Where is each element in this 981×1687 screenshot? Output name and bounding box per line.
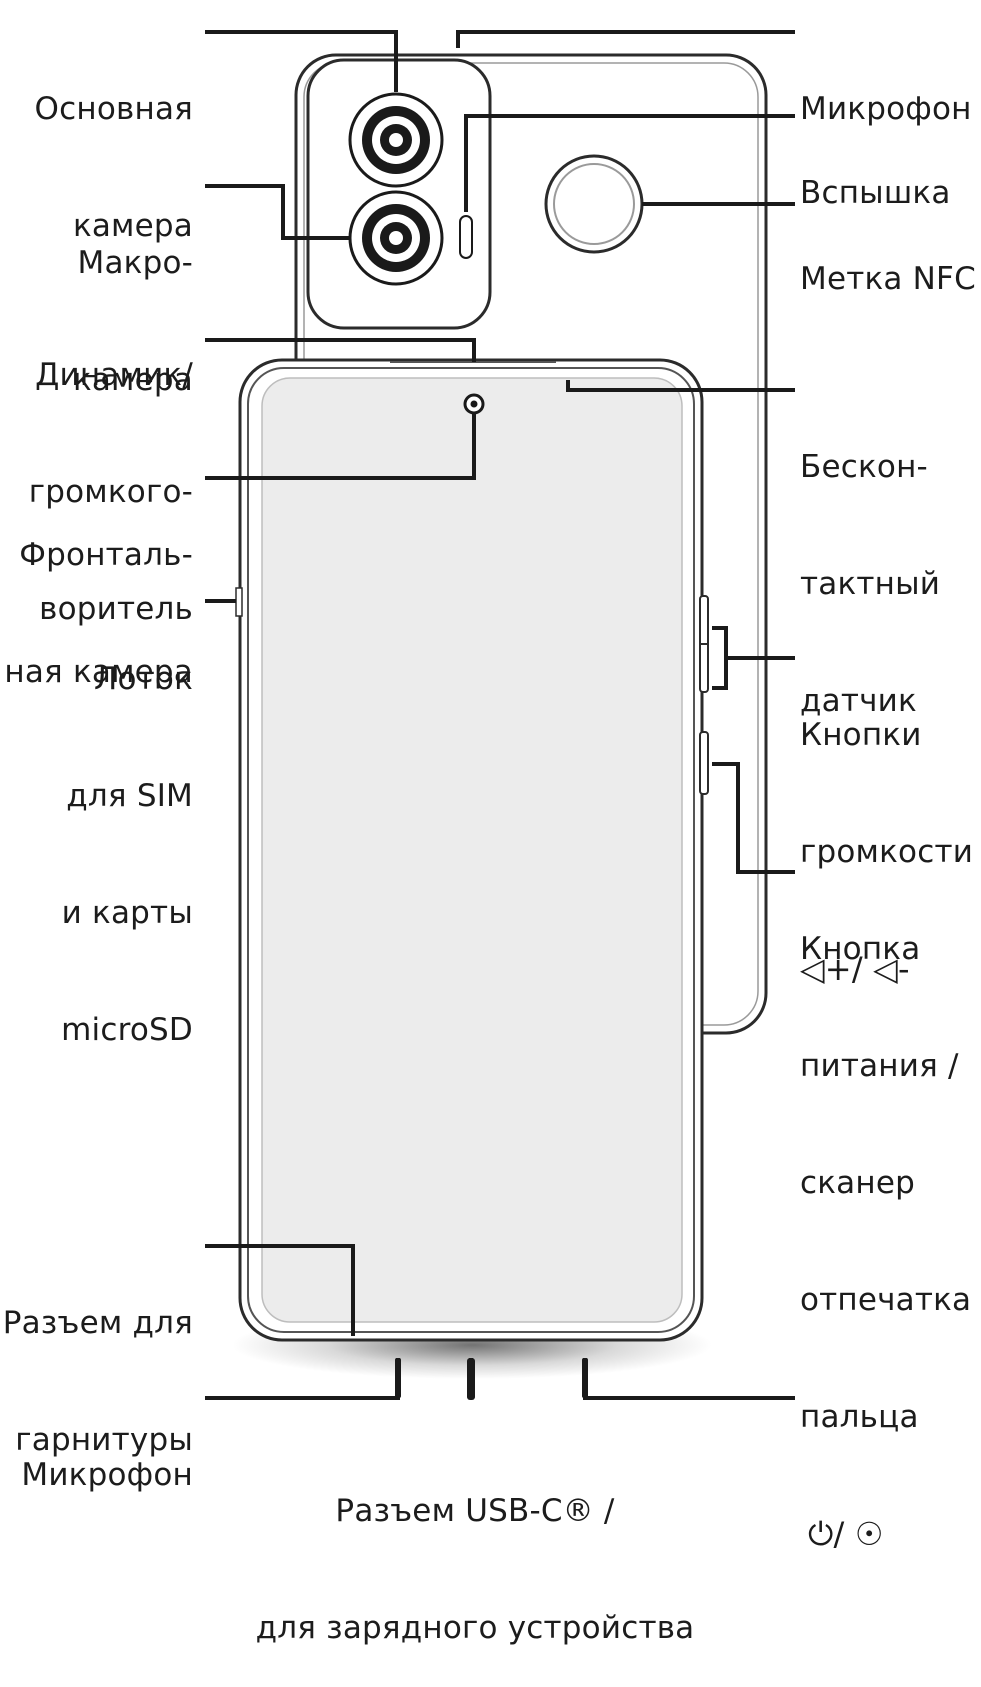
label-usb-c: Разъем USB-C® / для зарядного устройства: [255, 1493, 695, 1646]
leader-front-camera: [205, 414, 476, 480]
phone-screen: [261, 377, 683, 1323]
label-macro-camera: Макро- камера: [72, 245, 193, 398]
main-camera-lens: [348, 92, 444, 188]
flash-led: [459, 215, 473, 259]
label-flash: Вспышка: [800, 175, 951, 211]
label-microphone-top: Микрофон: [800, 91, 972, 127]
label-main-camera: Основная камера: [34, 91, 193, 244]
label-power-button: Кнопка питания / сканер отпечатка пальца…: [800, 931, 972, 1553]
leader-mic-bottom: [205, 1358, 400, 1400]
leader-flash: [464, 114, 795, 212]
phone-diagram: [205, 30, 795, 1400]
leader-main-camera: [205, 30, 398, 92]
label-headset-jack: Разъем для гарнитуры: [2, 1305, 193, 1458]
leader-proximity: [566, 380, 795, 392]
phone-front: [235, 358, 709, 1400]
leader-macro-camera: [205, 184, 349, 240]
power-button: [699, 731, 709, 795]
label-speaker-earpiece: Динамик/ громкого- воритель: [28, 357, 193, 627]
leader-earpiece: [205, 338, 476, 362]
macro-camera-lens: [348, 190, 444, 286]
leader-mic-top: [456, 30, 795, 48]
label-front-camera: Фронталь- ная камера: [4, 537, 193, 690]
leader-lines: [205, 30, 795, 1400]
sim-tray: [235, 587, 243, 617]
leader-power: [712, 762, 795, 874]
label-volume-buttons: Кнопки громкости ◁+/ ◁-: [800, 717, 974, 988]
label-microphone-bottom: Микрофон: [21, 1457, 193, 1493]
power-fingerprint-icon: ⏻/ ☉: [808, 1515, 884, 1553]
leader-headset: [205, 1244, 355, 1336]
volume-up-down-icon: ◁+/ ◁-: [800, 950, 910, 988]
label-nfc: Метка NFC: [800, 261, 976, 297]
leader-speaker-bottom: [583, 1358, 795, 1400]
nfc-tag: [544, 154, 644, 254]
label-sim-tray: Лоток для SIM и карты microSD: [61, 661, 193, 1048]
label-proximity-sensor: Бескон- тактный датчик: [800, 449, 941, 719]
